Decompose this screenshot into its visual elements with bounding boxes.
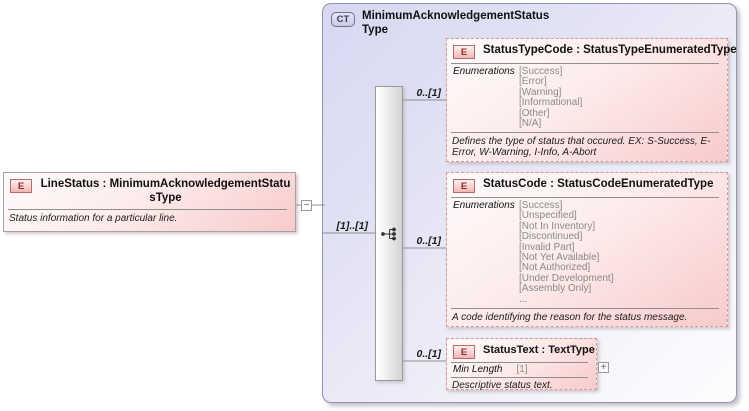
element-statuscode[interactable]: E StatusCode : StatusCodeEnumeratedType … [446,172,728,327]
enum-values: [Success][Unspecified][Not In Inventory]… [519,200,614,305]
divider [451,63,719,64]
collapse-toggle-icon[interactable]: − [301,200,312,211]
sequence-icon [381,227,396,240]
complextype-header: CT MinimumAcknowledgementStatusType [331,10,554,37]
element-linestatus[interactable]: E LineStatus : MinimumAcknowledgementSta… [3,172,296,232]
enum-value: [Unspecified] [519,210,577,222]
enum-value: [N/A] [519,118,542,130]
divider [451,308,719,310]
divider [8,209,287,210]
enum-value: [Not Yet Available] [519,252,600,264]
element-icon: E [10,179,32,193]
element-icon: E [453,45,475,59]
cardinality-statuscode: 0..[1] [416,235,441,247]
enum-value: [Error] [519,76,547,88]
cardinality-root: [1]..[1] [336,220,369,232]
divider [451,132,719,134]
facet-label: Min Length [453,364,503,375]
enum-value: ... [519,293,528,305]
facet-label: Enumerations [453,200,515,211]
element-statustypecode[interactable]: E StatusTypeCode : StatusTypeEnumeratedT… [446,38,737,162]
enum-value: [Warning] [519,86,562,98]
element-header: E StatusCode : StatusCodeEnumeratedType [447,173,727,196]
cardinality-statustext: 0..[1] [416,348,441,360]
sequence-compositor[interactable] [375,86,403,381]
enum-value: [Invalid Part] [519,241,575,253]
element-title: StatusCode : StatusCodeEnumeratedType [483,178,714,190]
divider [451,377,588,379]
cardinality-statustypecode: 0..[1] [416,87,441,99]
enum-value: [Not Authorized] [519,262,591,274]
element-title: StatusText : TextType [483,344,595,356]
divider [451,197,719,198]
element-header: E StatusText : TextType [447,339,596,361]
enum-value: [Success] [519,200,563,211]
element-annotation: A code identifying the reason for the st… [452,312,688,324]
facet-label: Enumerations [453,66,515,77]
enum-value: [Not In Inventory] [519,220,596,232]
complextype-icon: CT [331,12,355,27]
enum-values: [Success][Error][Warning][Informational]… [519,66,583,130]
enumerations-row: Enumerations [Success][Unspecified][Not … [447,199,727,307]
element-header: E StatusTypeCode : StatusTypeEnumeratedT… [447,39,737,62]
element-statustext[interactable]: E StatusText : TextType Min Length [1] D… [446,338,597,391]
enumerations-row: Enumerations [Success][Error][Warning][I… [447,65,727,131]
enum-value: [Under Development] [519,272,614,284]
enum-value: [Assembly Only] [519,283,592,295]
minlength-row: Min Length [1] [447,364,596,376]
element-annotation: Defines the type of status that occured.… [452,136,711,159]
element-annotation: Status information for a particular line… [9,213,178,224]
element-title: StatusTypeCode : StatusTypeEnumeratedTyp… [483,44,737,56]
expand-toggle-icon[interactable]: + [598,362,609,373]
divider [451,362,588,363]
facet-value: [1] [516,364,528,375]
enum-value: [Success] [519,66,563,77]
element-title: LineStatus : MinimumAcknowledgementStatu… [40,178,291,204]
enum-value: [Other] [519,107,550,119]
complextype-title: MinimumAcknowledgementStatusType [362,10,550,36]
element-icon: E [453,179,475,193]
element-header: E LineStatus : MinimumAcknowledgementSta… [4,173,295,208]
enum-value: [Informational] [519,97,583,109]
element-annotation: Descriptive status text. [452,380,553,392]
enum-value: [Discontinued] [519,231,583,243]
element-icon: E [453,345,475,359]
